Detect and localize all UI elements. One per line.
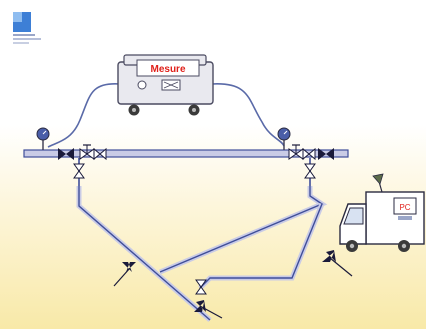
- gate-valve-icon: [195, 279, 207, 295]
- bypass-pipe-return: [198, 203, 325, 290]
- pressure-gauge-icon: [277, 127, 291, 150]
- main-pipeline: [23, 149, 349, 158]
- gate-valve-icon: [288, 144, 304, 160]
- measure-label: Mesure: [150, 64, 185, 75]
- hose-right: [211, 83, 285, 147]
- needle-valve-icon: [113, 262, 136, 287]
- bypass-pipe-left: [76, 186, 212, 322]
- hose-left: [47, 83, 121, 148]
- logo-icon: [13, 12, 41, 44]
- gate-valve-icon: [93, 147, 107, 161]
- needle-valve-icon: [194, 300, 223, 319]
- bypass-pipe-right: [159, 186, 328, 275]
- gate-valve-icon: [304, 158, 316, 186]
- gate-valve-icon: [79, 144, 95, 160]
- gate-valve-icon: [73, 158, 85, 186]
- antenna-icon: [372, 173, 384, 185]
- needle-valve-icon: [322, 250, 353, 277]
- service-truck: PC: [339, 173, 425, 252]
- gate-valve-icon: [58, 148, 74, 160]
- truck-screen-label: PC: [399, 203, 410, 212]
- measure-trailer: Mesure: [117, 54, 214, 116]
- gate-valve-icon: [302, 147, 316, 161]
- gate-valve-icon: [318, 148, 334, 160]
- pressure-gauge-icon: [36, 127, 50, 150]
